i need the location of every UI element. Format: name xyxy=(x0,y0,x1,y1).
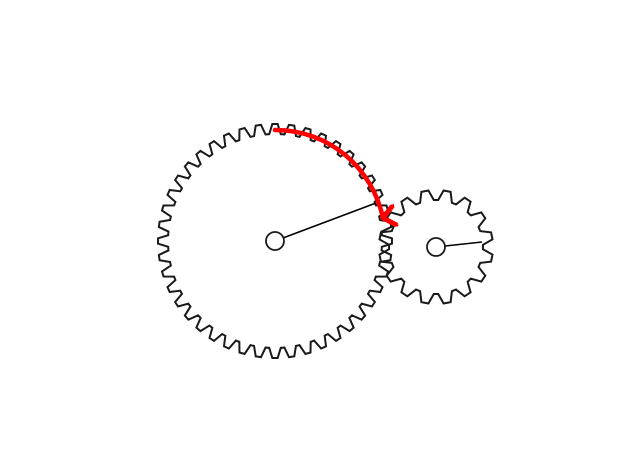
small-gear-hub xyxy=(426,237,446,257)
large-gear-spoke xyxy=(274,202,377,242)
large-gear xyxy=(157,123,393,359)
large-gear-outline xyxy=(157,123,393,359)
curved-arrow-icon xyxy=(272,127,383,218)
large-gear-hub xyxy=(265,231,285,251)
small-gear xyxy=(378,189,494,305)
small-gear-outline xyxy=(378,189,494,305)
